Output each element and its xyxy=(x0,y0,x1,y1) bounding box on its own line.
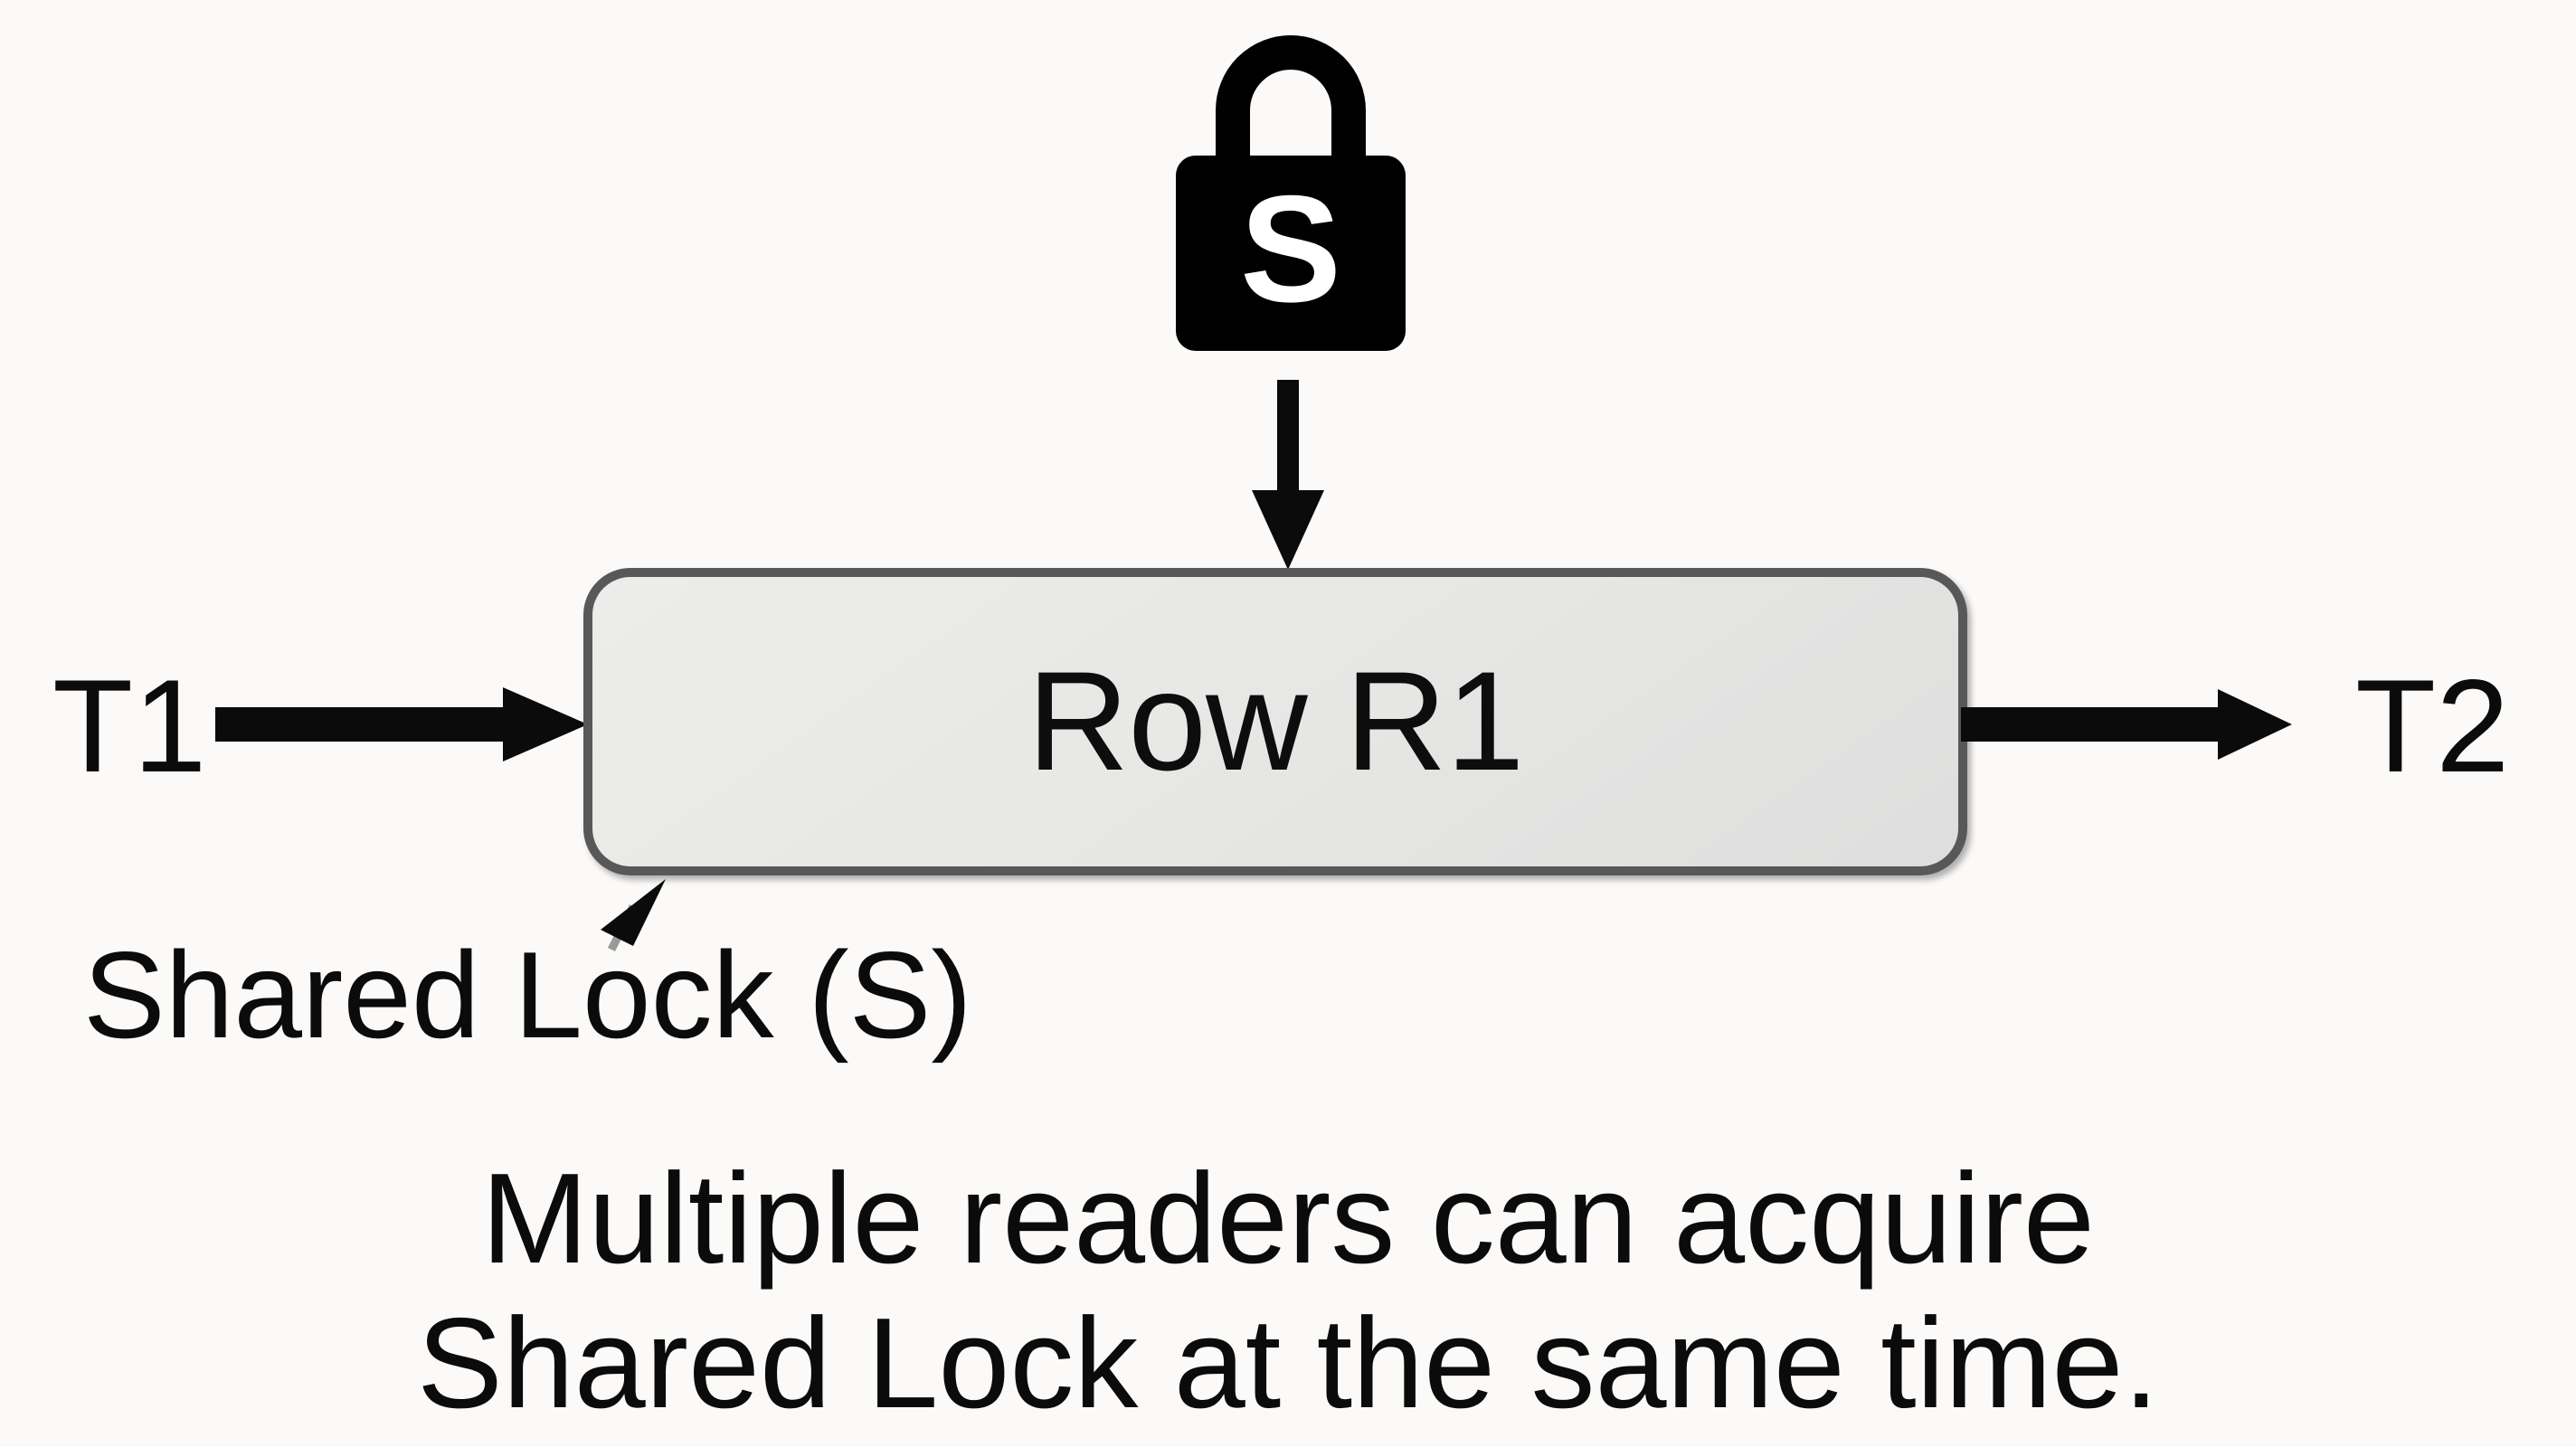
t1-to-row-arrow xyxy=(215,686,590,763)
lock-shackle xyxy=(1216,35,1366,177)
lock-badge-letter: S xyxy=(1240,164,1341,334)
right-arrow-icon xyxy=(215,687,588,761)
row-r1-label: Row R1 xyxy=(1027,643,1525,800)
row-r1-box[interactable]: Row R1 xyxy=(583,568,1967,875)
shared-lock-callout-label: Shared Lock (S) xyxy=(83,926,972,1064)
arrow-shaft xyxy=(1961,707,2221,742)
shared-lock-callout-pointer xyxy=(579,859,687,963)
callout-arrow-head xyxy=(601,879,666,946)
caption-line-1: Multiple readers can acquire xyxy=(481,1147,2095,1291)
shared-lock-icon: S xyxy=(1172,24,1409,355)
lock-body xyxy=(1176,156,1406,351)
down-arrow-icon xyxy=(1252,380,1324,570)
lock-applied-arrow xyxy=(1239,380,1339,579)
caption-line-2: Shared Lock at the same time. xyxy=(417,1291,2159,1435)
arrow-shaft xyxy=(1277,380,1299,496)
arrow-head xyxy=(2218,689,2292,760)
arrow-head xyxy=(1252,490,1324,570)
caption-text: Multiple readers can acquire Shared Lock… xyxy=(0,1147,2576,1436)
arrow-head xyxy=(503,687,588,761)
arrow-shaft xyxy=(215,707,507,742)
right-arrow-icon xyxy=(1961,689,2292,760)
thread-label-t2: T2 xyxy=(2355,652,2510,799)
padlock-icon-svg: S xyxy=(1176,35,1406,351)
callout-arrow-icon xyxy=(601,879,666,952)
thread-label-t1: T1 xyxy=(52,652,207,799)
row-to-t2-arrow xyxy=(1961,686,2297,763)
